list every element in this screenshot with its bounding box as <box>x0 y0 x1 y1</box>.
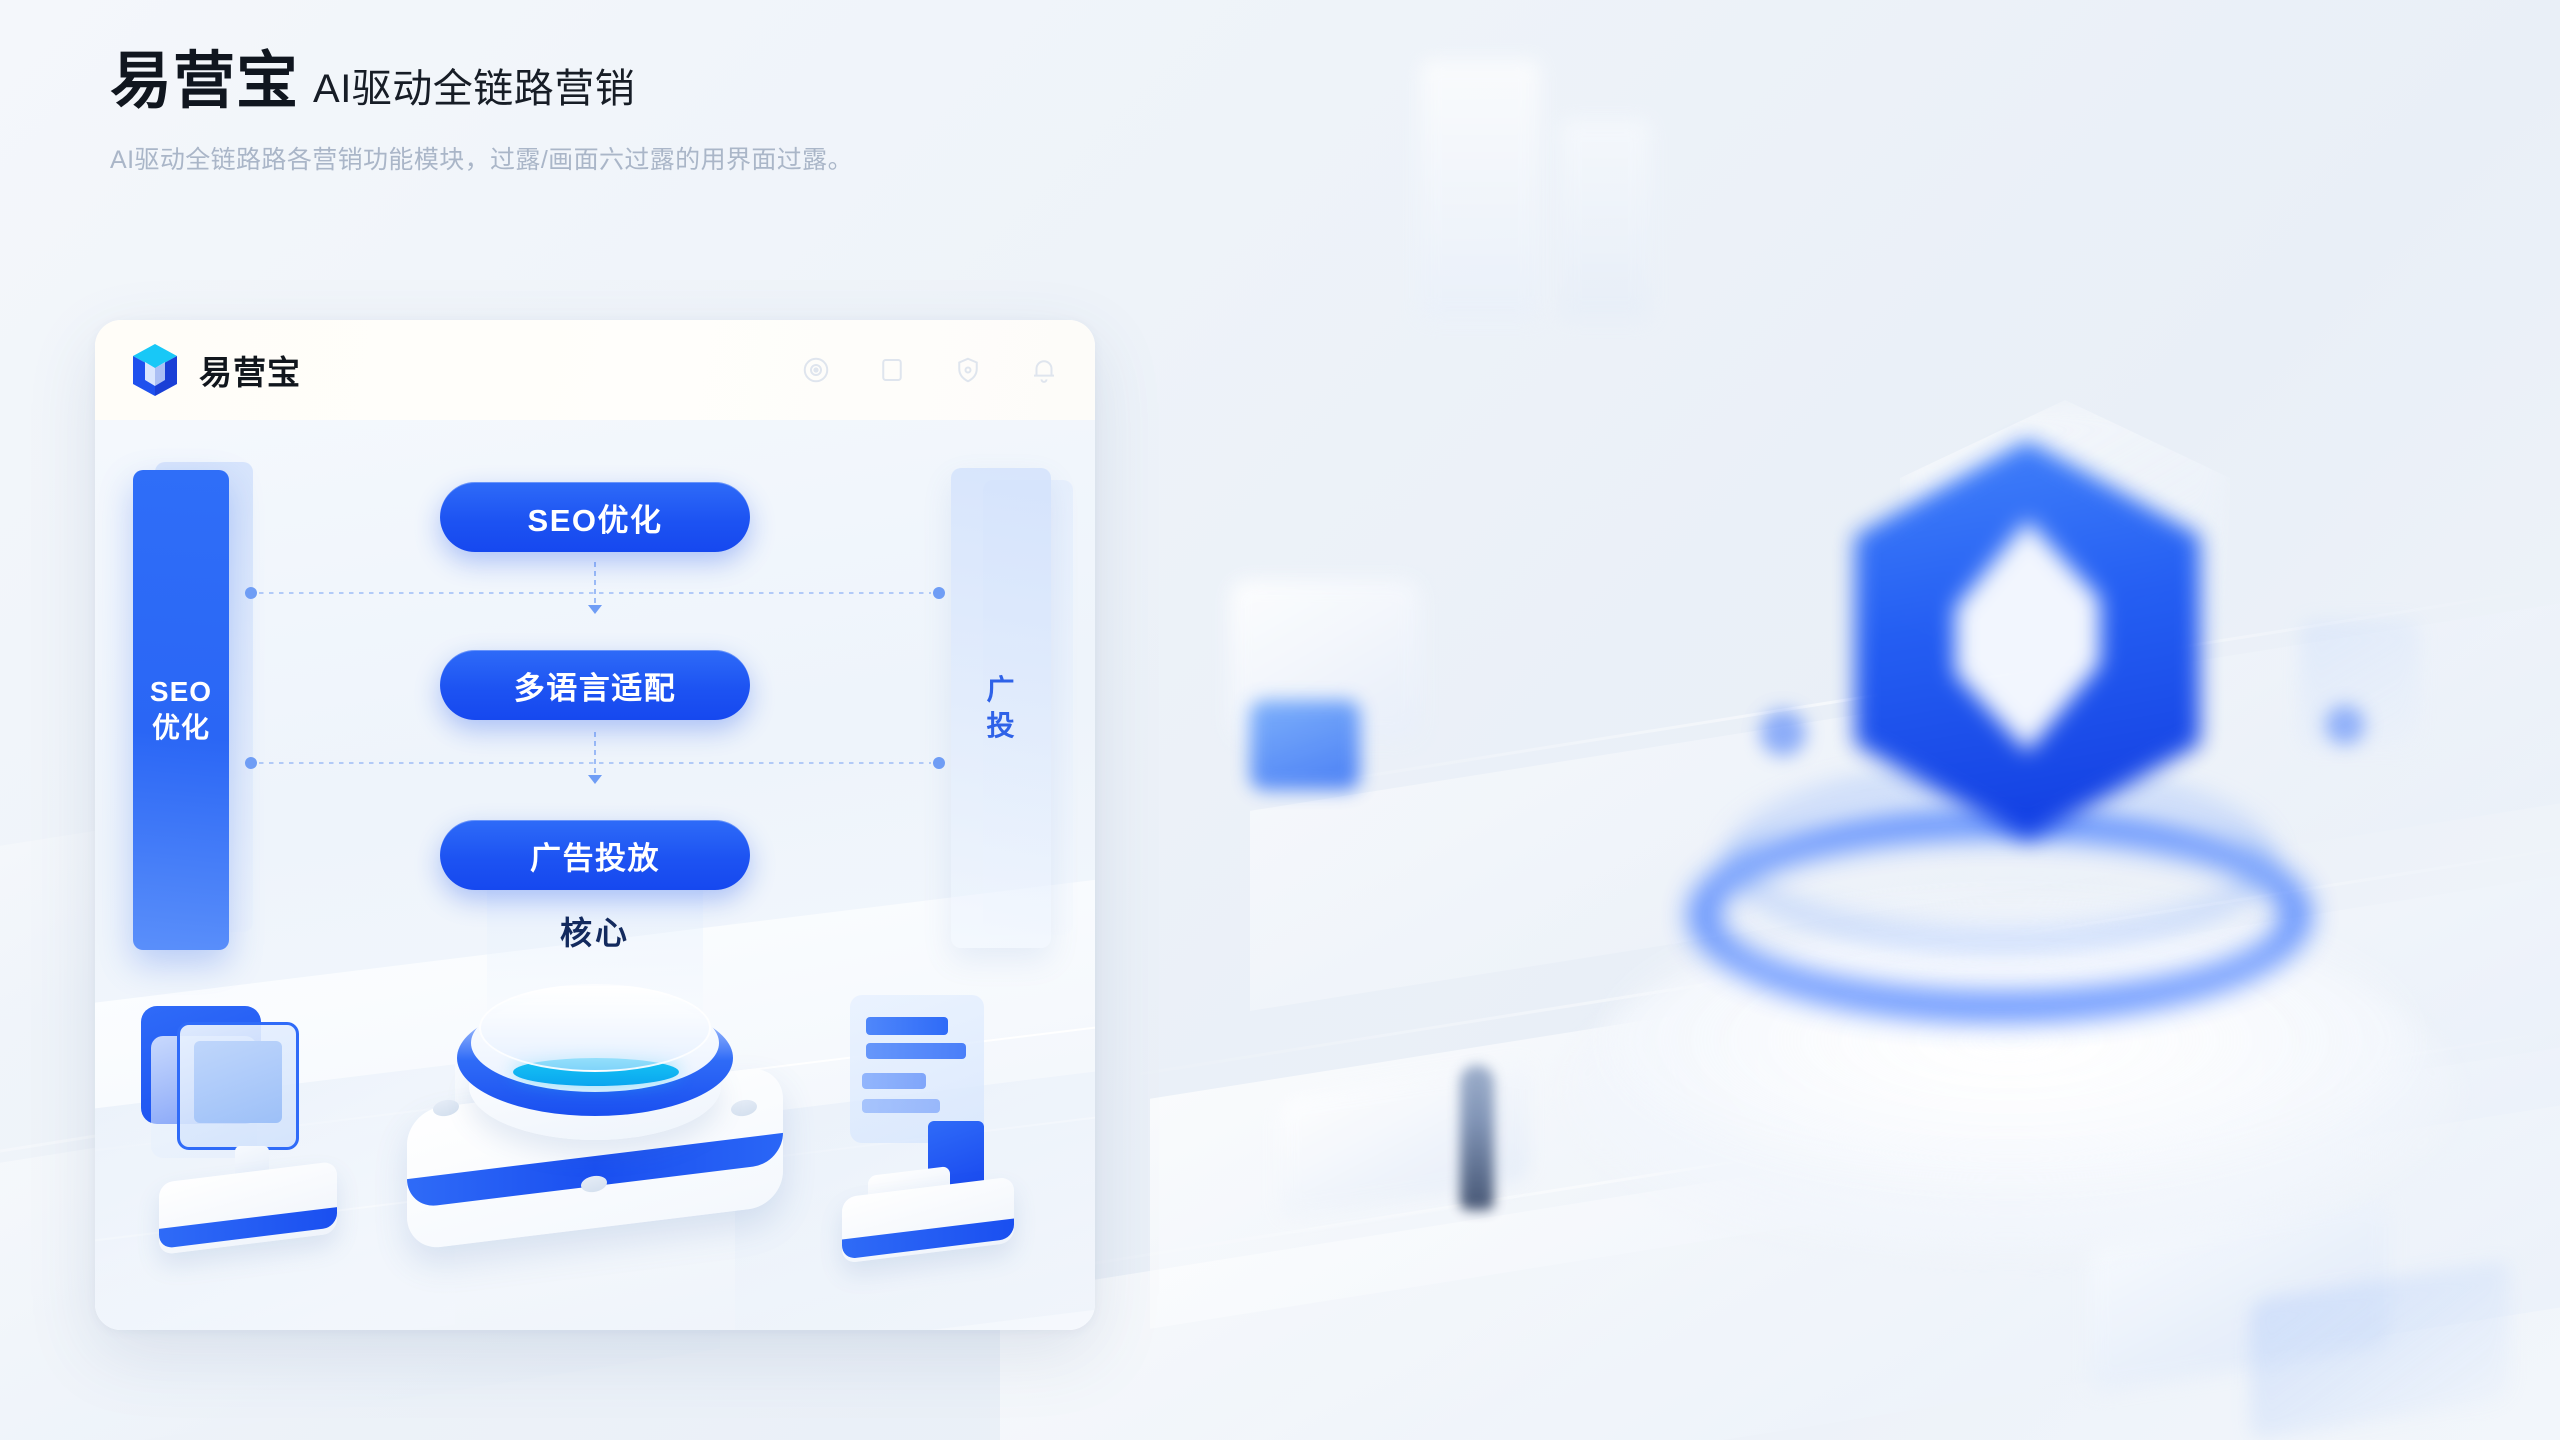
podium-glass-top <box>479 984 711 1072</box>
hero-pedestal-ring <box>1730 770 2270 950</box>
background-tower-prop <box>1560 120 1650 320</box>
connector-dot <box>933 587 945 599</box>
bell-icon[interactable] <box>1029 355 1059 385</box>
card-topbar: 易营宝 <box>95 320 1095 420</box>
product-preview-card: 易营宝 SEO 优化 <box>95 320 1095 1330</box>
background-cube-prop <box>1250 700 1360 790</box>
monitor-prop <box>141 1006 377 1255</box>
background-stripe <box>1250 587 2550 796</box>
connector-multilingual-to-ad <box>245 732 945 784</box>
right-pillar-line1: 广 <box>986 673 1016 705</box>
brand: 易营宝 <box>129 342 301 398</box>
podium-prop <box>385 980 805 1252</box>
pill-multilingual-adaptation[interactable]: 多语言适配 <box>440 650 750 720</box>
connector-arrow-icon <box>588 732 602 784</box>
core-label: 核心 <box>559 915 631 951</box>
document-bar <box>866 1017 948 1035</box>
topbar-icon-group <box>801 355 1059 385</box>
hero-hexagon-glass <box>1900 400 2230 700</box>
page-header: 易营宝 AI驱动全链路营销 AI驱动全链路路各营销功能模块，过露/画面六过露的用… <box>110 47 1310 176</box>
background-stripe <box>1100 841 2560 1082</box>
hexagon-shield-logo-icon <box>1855 440 2200 840</box>
connector-dot <box>245 757 257 769</box>
document-prop <box>834 995 1049 1264</box>
page-title: 易营宝 AI驱动全链路营销 <box>110 47 1310 116</box>
background-slab-prop <box>2090 1196 2390 1394</box>
pill-ad-delivery[interactable]: 广告投放 <box>440 820 750 890</box>
document-bar <box>866 1043 966 1059</box>
background-plane <box>1150 861 2560 1329</box>
square-icon[interactable] <box>877 355 907 385</box>
card-stage: SEO 优化 广 投 SEO优化 多语言适配 广告投放 <box>95 420 1095 1330</box>
background-glass-panel <box>2300 620 2420 750</box>
shield-icon[interactable] <box>953 355 983 385</box>
background-slab-prop <box>1280 1060 1530 1220</box>
background-glass-panel <box>2250 1259 2510 1440</box>
hero-pedestal-ring <box>1690 810 2310 1020</box>
left-pillar-seo[interactable]: SEO 优化 <box>133 470 229 950</box>
hero-pedestal-base <box>1560 930 2460 1260</box>
document-bar <box>862 1073 926 1089</box>
right-pillar-label: 广 投 <box>986 672 1015 745</box>
page-title-main: 易营宝 <box>110 47 300 116</box>
page-title-sub: AI驱动全链路营销 <box>313 67 636 111</box>
connector-dot <box>933 757 945 769</box>
right-pillar-ads[interactable]: 广 投 <box>951 468 1051 948</box>
connector-seo-to-multilingual <box>245 562 945 614</box>
cube-logo-icon <box>133 344 177 396</box>
target-icon[interactable] <box>801 355 831 385</box>
left-pillar-line2: 优化 <box>151 712 210 743</box>
background-tower-prop <box>1420 60 1540 320</box>
background-plane <box>1000 1025 2560 1440</box>
left-pillar-label: SEO 优化 <box>150 674 212 747</box>
background-stripe <box>1000 1023 2560 1280</box>
hero-pedestal-ring <box>1610 900 2410 1180</box>
background-dot <box>2325 705 2365 745</box>
right-pillar-line2: 投 <box>986 710 1016 741</box>
monitor-screen-content <box>194 1041 282 1123</box>
connector-dot <box>245 587 257 599</box>
monitor-screen <box>177 1022 299 1150</box>
background-person-figure <box>1460 1065 1494 1210</box>
pill-seo-optimization[interactable]: SEO优化 <box>440 482 750 552</box>
page-description: AI驱动全链路路各营销功能模块，过露/画面六过露的用界面过露。 <box>110 146 853 175</box>
background-cube-prop <box>1230 580 1420 740</box>
background-plane <box>1250 589 2560 1011</box>
connector-arrow-icon <box>588 562 602 614</box>
background-dot <box>1760 710 1806 756</box>
left-pillar-line1: SEO <box>149 675 213 707</box>
brand-name: 易营宝 <box>199 354 301 391</box>
document-bar <box>862 1099 940 1113</box>
